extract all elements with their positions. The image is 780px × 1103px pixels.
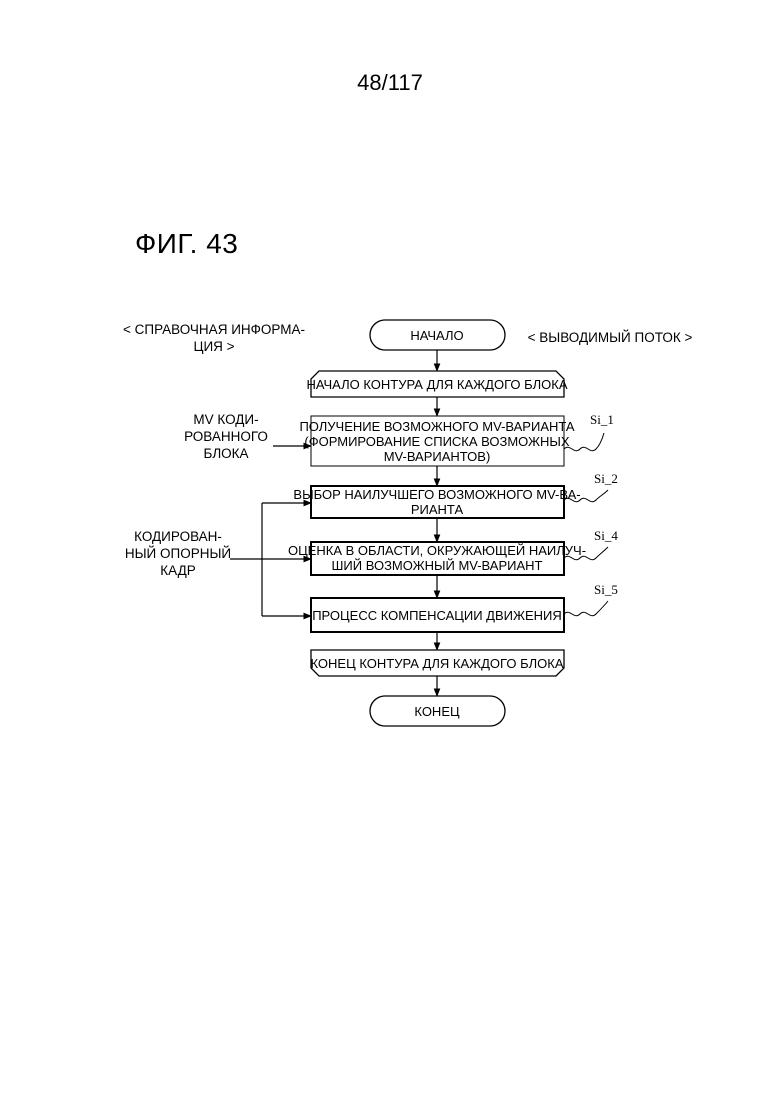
step-label-s5: Si_5 [594, 582, 618, 597]
input-mv-line-1: MV КОДИ- [193, 412, 258, 427]
select-best-line-1: ВЫБОР НАИЛУЧШЕГО ВОЗМОЖНОГО MV-ВА- [293, 487, 580, 502]
start-label: НАЧАЛО [410, 328, 463, 343]
step-label-s2: Si_2 [594, 471, 618, 486]
inputs-header-line-2: ЦИЯ > [193, 339, 234, 354]
evaluate-line-2: ШИЙ ВОЗМОЖНЫЙ MV-ВАРИАНТ [332, 558, 543, 573]
input-mv-line-2: РОВАННОГО [184, 429, 268, 444]
select-best-line-2: РИАНТА [411, 502, 464, 517]
evaluate-line-1: ОЦЕНКА В ОБЛАСТИ, ОКРУЖАЮЩЕЙ НАИЛУЧ- [288, 543, 586, 558]
input-mv-line-3: БЛОКА [203, 446, 248, 461]
input-ref-line-2: НЫЙ ОПОРНЫЙ [125, 546, 231, 561]
get-candidates-line-3: MV-ВАРИАНТОВ) [384, 449, 491, 464]
inputs-header-line-1: < СПРАВОЧНАЯ ИНФОРМА- [123, 322, 305, 337]
loop-start-label: НАЧАЛО КОНТУРА ДЛЯ КАЖДОГО БЛОКА [306, 377, 567, 392]
input-ref-line-3: КАДР [160, 563, 195, 578]
outputs-header: < ВЫВОДИМЫЙ ПОТОК > [528, 330, 693, 345]
step-label-s1: Si_1 [590, 412, 614, 427]
end-label: КОНЕЦ [414, 704, 460, 719]
motion-comp-label: ПРОЦЕСС КОМПЕНСАЦИИ ДВИЖЕНИЯ [312, 608, 562, 623]
get-candidates-line-1: ПОЛУЧЕНИЕ ВОЗМОЖНОГО MV-ВАРИАНТА [299, 419, 574, 434]
leader-s5 [564, 601, 608, 616]
get-candidates-line-2: (ФОРМИРОВАНИЕ СПИСКА ВОЗМОЖНЫХ [304, 434, 570, 449]
loop-end-label: КОНЕЦ КОНТУРА ДЛЯ КАЖДОГО БЛОКА [311, 656, 564, 671]
input-ref-line-1: КОДИРОВАН- [134, 529, 222, 544]
leader-s1 [564, 433, 604, 451]
step-label-s4: Si_4 [594, 528, 618, 543]
